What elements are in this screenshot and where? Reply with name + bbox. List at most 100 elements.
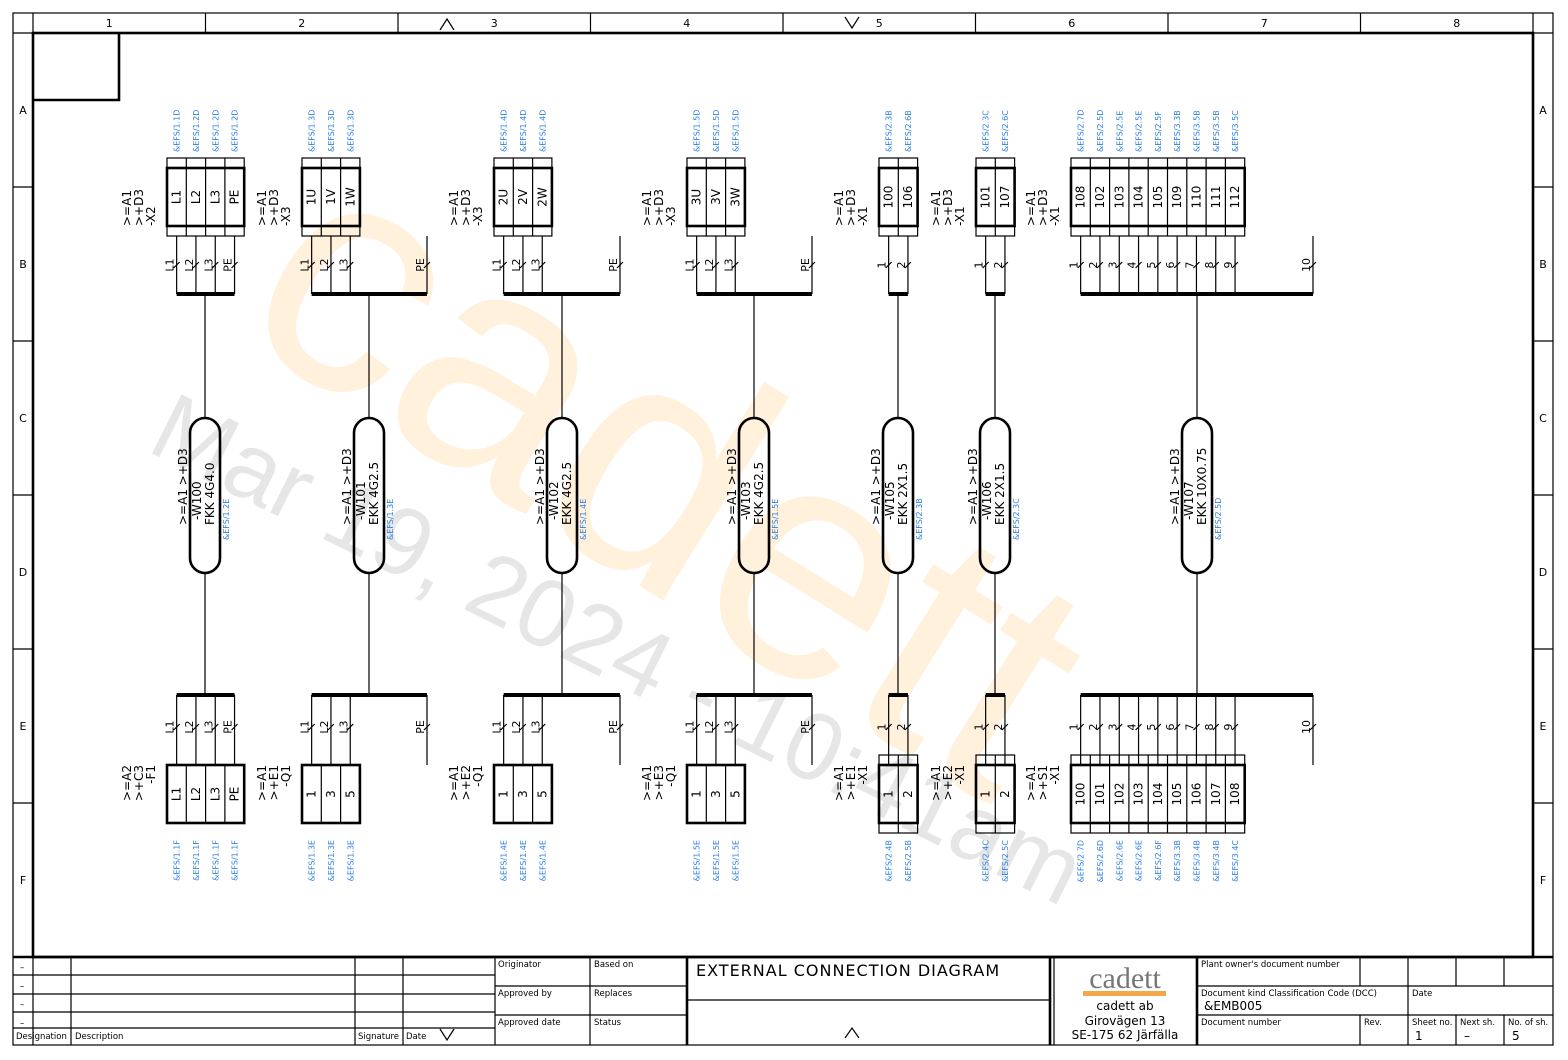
cross-reference-link[interactable]: &EFS/3.5B: [1212, 110, 1221, 152]
cable-cross-reference[interactable]: &EFS/1.3E: [386, 499, 395, 540]
wire[interactable]: L1: [684, 695, 701, 765]
cross-reference-link[interactable]: &EFS/2.5F: [1154, 111, 1163, 152]
wire[interactable]: 1: [973, 236, 990, 294]
cross-reference-link[interactable]: &EFS/1.3D: [308, 110, 317, 152]
cross-reference-link[interactable]: &EFS/2.4B: [885, 840, 894, 882]
cross-reference-link[interactable]: &EFS/1.1F: [231, 840, 240, 881]
wire[interactable]: 2: [1087, 236, 1104, 294]
wire[interactable]: L3: [202, 236, 219, 294]
wire[interactable]: L2: [318, 236, 335, 294]
wire[interactable]: 7: [1183, 695, 1200, 765]
cross-reference-link[interactable]: &EFS/1.4D: [519, 110, 528, 152]
cross-reference-link[interactable]: &EFS/1.5E: [693, 840, 702, 881]
wire[interactable]: PE: [607, 236, 624, 294]
cross-reference-link[interactable]: &EFS/2.7D: [1077, 840, 1086, 882]
wire[interactable]: PE: [607, 695, 624, 765]
wire[interactable]: 8: [1203, 695, 1220, 765]
wire[interactable]: 2: [992, 236, 1009, 294]
wire[interactable]: L1: [164, 695, 181, 765]
wire[interactable]: 1: [876, 695, 893, 765]
wire[interactable]: 10: [1300, 695, 1317, 765]
cross-reference-link[interactable]: &EFS/2.7D: [1077, 110, 1086, 152]
bottom-device-strip[interactable]: 1&EFS/1.4E3&EFS/1.4E5&EFS/1.4E>=A1>+E2-Q…: [447, 763, 554, 881]
cross-reference-link[interactable]: &EFS/1.2D: [231, 110, 240, 152]
wire[interactable]: L3: [337, 695, 354, 765]
wire[interactable]: 5: [1145, 695, 1162, 765]
cross-reference-link[interactable]: &EFS/2.6E: [1135, 840, 1144, 881]
wire[interactable]: L3: [529, 695, 546, 765]
cross-reference-link[interactable]: &EFS/1.4E: [519, 840, 528, 881]
wire[interactable]: 8: [1203, 236, 1220, 294]
bottom-device-strip[interactable]: 100&EFS/2.7D101&EFS/2.6D102&EFS/2.6E103&…: [1024, 754, 1246, 882]
bottom-device-strip[interactable]: 1&EFS/1.5E3&EFS/1.5E5&EFS/1.5E>=A1>+E3-Q…: [640, 763, 747, 881]
cross-reference-link[interactable]: &EFS/3.3B: [1173, 110, 1182, 152]
cross-reference-link[interactable]: &EFS/2.6C: [1001, 110, 1010, 152]
wire[interactable]: L2: [703, 236, 720, 294]
wire[interactable]: L1: [299, 236, 316, 294]
wire[interactable]: L1: [164, 236, 181, 294]
wire[interactable]: PE: [222, 695, 238, 765]
cross-reference-link[interactable]: &EFS/1.4E: [500, 840, 509, 881]
cross-reference-link[interactable]: &EFS/1.1F: [211, 840, 220, 881]
wire[interactable]: 4: [1126, 695, 1142, 765]
cross-reference-link[interactable]: &EFS/1.5E: [731, 840, 740, 881]
wire[interactable]: 2: [1087, 695, 1104, 765]
cross-reference-link[interactable]: &EFS/2.6B: [904, 110, 913, 152]
bottom-device-strip[interactable]: 1&EFS/1.3E3&EFS/1.3E5&EFS/1.3E>=A1>+E1-Q…: [255, 763, 362, 881]
cross-reference-link[interactable]: &EFS/2.4C: [982, 840, 991, 882]
cross-reference-link[interactable]: &EFS/2.6E: [1115, 840, 1124, 881]
top-terminal-strip[interactable]: 108&EFS/2.7D102&EFS/2.5D103&EFS/2.5E104&…: [1024, 110, 1246, 237]
cross-reference-link[interactable]: &EFS/1.2D: [211, 110, 220, 152]
wire[interactable]: 2: [895, 236, 912, 294]
cross-reference-link[interactable]: &EFS/1.5D: [731, 110, 740, 152]
cable-cross-reference[interactable]: &EFS/2.3B: [915, 498, 924, 540]
cross-reference-link[interactable]: &EFS/2.3C: [982, 110, 991, 152]
wire[interactable]: 1: [973, 695, 990, 765]
wire[interactable]: 7: [1183, 236, 1200, 294]
cross-reference-link[interactable]: &EFS/1.3E: [308, 840, 317, 881]
wire[interactable]: L2: [510, 695, 527, 765]
wire[interactable]: PE: [414, 695, 431, 765]
cross-reference-link[interactable]: &EFS/2.5D: [1096, 110, 1105, 152]
wire[interactable]: L3: [722, 695, 739, 765]
wire[interactable]: 3: [1106, 236, 1123, 294]
wire[interactable]: L1: [491, 695, 508, 765]
wire[interactable]: 2: [895, 695, 912, 765]
cross-reference-link[interactable]: &EFS/2.6D: [1096, 840, 1105, 882]
cross-reference-link[interactable]: &EFS/1.5E: [712, 840, 721, 881]
cross-reference-link[interactable]: &EFS/2.5C: [1001, 840, 1010, 882]
wire[interactable]: 6: [1164, 695, 1181, 765]
wire[interactable]: 9: [1222, 236, 1239, 294]
cross-reference-link[interactable]: &EFS/1.4D: [500, 110, 509, 152]
cable-cross-reference[interactable]: &EFS/1.5E: [771, 499, 780, 540]
cross-reference-link[interactable]: &EFS/1.1F: [192, 840, 201, 881]
wire[interactable]: 10: [1300, 236, 1317, 294]
top-terminal-strip[interactable]: 3U&EFS/1.5D3V&EFS/1.5D3W&EFS/1.5D>=A1>+D…: [640, 110, 747, 237]
bottom-device-strip[interactable]: L1&EFS/1.1FL2&EFS/1.1FL3&EFS/1.1FPE&EFS/…: [120, 763, 246, 881]
wire[interactable]: 5: [1145, 236, 1162, 294]
cross-reference-link[interactable]: &EFS/2.5B: [904, 840, 913, 882]
wire[interactable]: L2: [510, 236, 527, 294]
cross-reference-link[interactable]: &EFS/2.6F: [1154, 840, 1163, 881]
wire[interactable]: PE: [222, 236, 238, 294]
cross-reference-link[interactable]: &EFS/3.4B: [1212, 840, 1221, 882]
cross-reference-link[interactable]: &EFS/1.5D: [712, 110, 721, 152]
wire[interactable]: PE: [799, 695, 816, 765]
cross-reference-link[interactable]: &EFS/1.5D: [693, 110, 702, 152]
wire[interactable]: L3: [337, 236, 354, 294]
bottom-device-strip[interactable]: 1&EFS/2.4B2&EFS/2.5B>=A1>+E1-X1: [832, 754, 919, 882]
wire[interactable]: L1: [299, 695, 316, 765]
cross-reference-link[interactable]: &EFS/2.5E: [1115, 111, 1124, 152]
wire[interactable]: 6: [1164, 236, 1181, 294]
cross-reference-link[interactable]: &EFS/2.3B: [885, 110, 894, 152]
wire[interactable]: L3: [202, 695, 219, 765]
cross-reference-link[interactable]: &EFS/3.5C: [1231, 110, 1240, 152]
cross-reference-link[interactable]: &EFS/1.3D: [346, 110, 355, 152]
wire[interactable]: L2: [183, 236, 200, 294]
